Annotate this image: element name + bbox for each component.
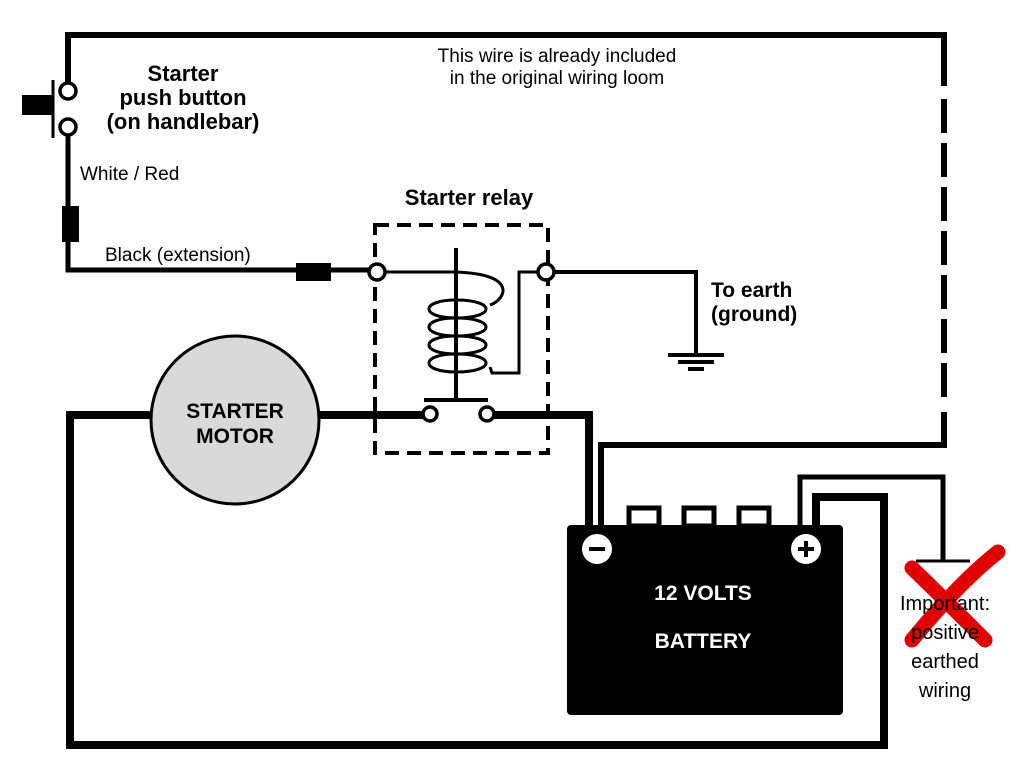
- starter-relay-box: [373, 223, 550, 455]
- earth-wire: [554, 270, 698, 354]
- starter-motor: [149, 334, 321, 506]
- loom-wire-to-battery-negative: [598, 412, 947, 526]
- to-earth-label-1: To earth: [711, 279, 792, 302]
- black-extension-label: Black (extension): [105, 245, 251, 266]
- red-x-icon: [904, 544, 1006, 648]
- starter-motor-label-1: STARTER: [186, 400, 284, 423]
- starter-relay-label: Starter relay: [405, 185, 534, 210]
- battery-label-1: 12 VOLTS: [654, 582, 752, 605]
- relay-to-battery-negative-wire: [494, 411, 593, 526]
- loom-wire-solid: [65, 32, 947, 86]
- important-note-2: positive: [911, 622, 979, 644]
- battery-cell-cap-3: [736, 505, 772, 529]
- relay-terminal-right: [536, 262, 556, 282]
- push-button-terminal-bottom: [58, 117, 78, 137]
- push-button-label-1: Starter: [148, 61, 219, 86]
- to-earth-label-2: (ground): [711, 303, 797, 326]
- battery-body: [567, 525, 843, 715]
- motor-to-battery-positive-wire: [66, 411, 888, 749]
- battery-cell-cap-2: [681, 505, 717, 529]
- positive-earth-wire: [797, 474, 946, 560]
- plus-icon-v: [804, 541, 808, 557]
- push-button-plunger: [22, 95, 52, 115]
- battery: [567, 505, 843, 715]
- push-button-label-2: push button: [119, 85, 246, 110]
- wire-note-1: This wire is already included: [438, 46, 677, 67]
- minus-icon: [589, 547, 605, 551]
- important-note-3: earthed: [911, 651, 979, 673]
- connector-white-red: [62, 206, 79, 242]
- white-red-wire: [65, 135, 370, 273]
- push-button-terminal-top: [58, 81, 78, 101]
- wire-note-2: in the original wiring loom: [450, 68, 664, 89]
- battery-label-2: BATTERY: [655, 630, 752, 653]
- push-button-label-3: (on handlebar): [107, 109, 260, 134]
- important-note-1: Important:: [900, 593, 990, 615]
- connector-black-extension: [296, 263, 331, 281]
- relay-contact-right: [478, 405, 496, 423]
- battery-cell-cap-1: [626, 505, 662, 529]
- relay-coil: [427, 270, 538, 375]
- starter-motor-label-2: MOTOR: [196, 425, 274, 448]
- important-note-4: wiring: [918, 680, 971, 702]
- white-red-label: White / Red: [80, 164, 179, 185]
- relay-contact-left: [421, 405, 439, 423]
- relay-terminal-left: [367, 262, 387, 282]
